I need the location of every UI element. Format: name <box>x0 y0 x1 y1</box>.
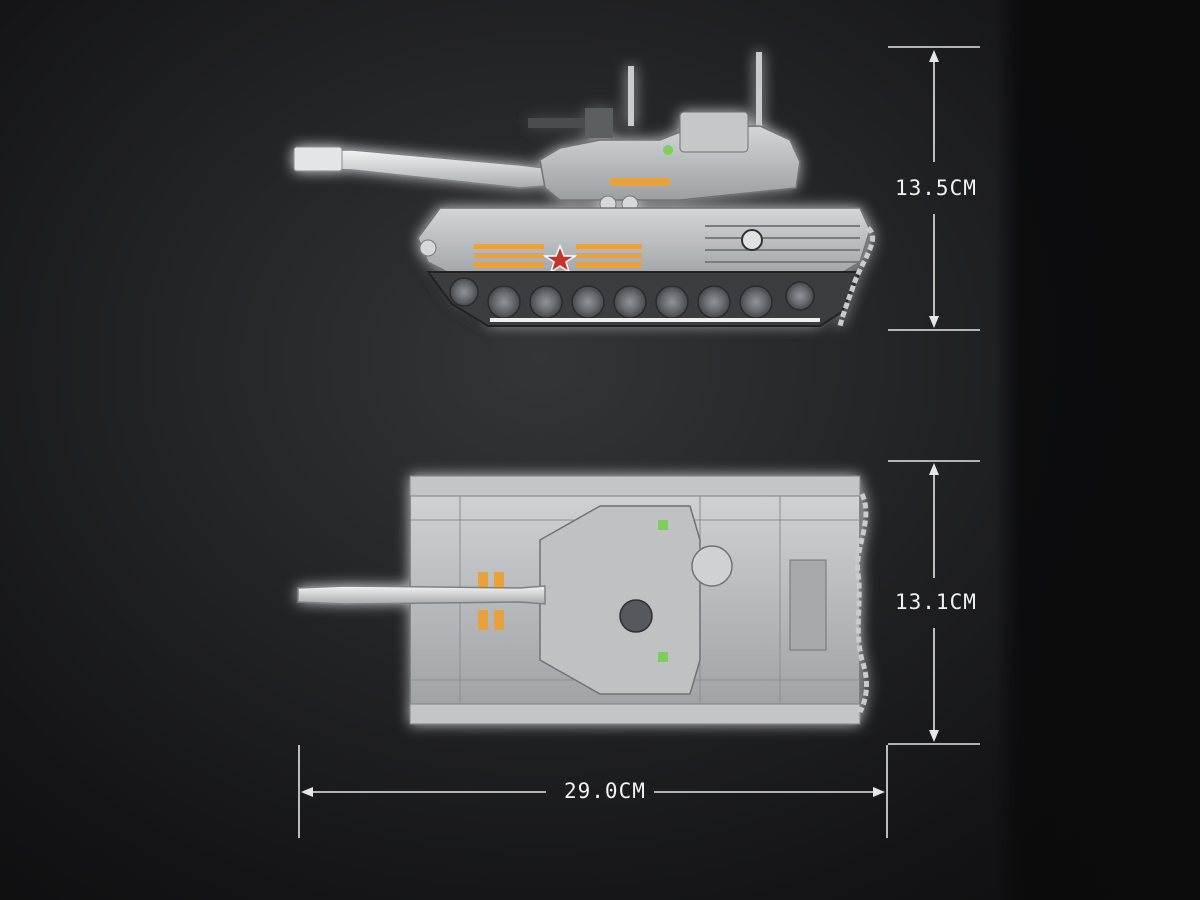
green-detail-2 <box>658 652 668 662</box>
engine-deck-grille <box>789 559 827 651</box>
tow-chain <box>837 226 876 327</box>
arrow-right <box>873 787 885 797</box>
arrow-up-2 <box>929 463 939 475</box>
top-main-gun-barrel <box>297 585 546 605</box>
orange-brackets <box>478 572 504 630</box>
turret-detail-green <box>663 145 673 155</box>
arrow-down-1 <box>929 316 939 328</box>
top-width-label: 13.1CM <box>895 590 977 614</box>
top-turret <box>539 505 701 695</box>
fender-bottom <box>409 703 861 725</box>
turret-orange-marking <box>610 178 670 186</box>
commander-sight <box>679 111 749 153</box>
front-idler <box>419 239 437 257</box>
arrow-up-1 <box>929 50 939 62</box>
hull-orange-stripes <box>474 244 642 267</box>
antenna-right <box>756 52 762 142</box>
commander-cupola <box>691 545 733 587</box>
track-links-bottom <box>490 318 820 322</box>
dimension-lines <box>298 46 980 838</box>
road-wheels <box>449 277 815 319</box>
arrow-down-2 <box>929 730 939 742</box>
green-detail-1 <box>658 520 668 530</box>
antenna-left <box>628 66 634 126</box>
engine-grille <box>705 225 860 263</box>
hull-hatch-crosshair <box>741 229 763 251</box>
machine-gun-mount <box>585 108 613 138</box>
length-label: 29.0CM <box>564 779 646 803</box>
turret-machine-gun <box>528 118 608 128</box>
dimension-arrowheads <box>301 50 939 797</box>
turret <box>539 125 801 201</box>
side-height-label: 13.5CM <box>895 176 977 200</box>
gun-muzzle <box>293 146 343 172</box>
tank-side-view <box>293 52 876 327</box>
top-tow-chain <box>854 492 869 714</box>
fender-top <box>409 475 861 497</box>
red-star-emblem <box>542 243 578 274</box>
gunner-hatch <box>619 599 653 633</box>
arrow-left <box>301 787 313 797</box>
tank-top-view <box>297 475 869 725</box>
